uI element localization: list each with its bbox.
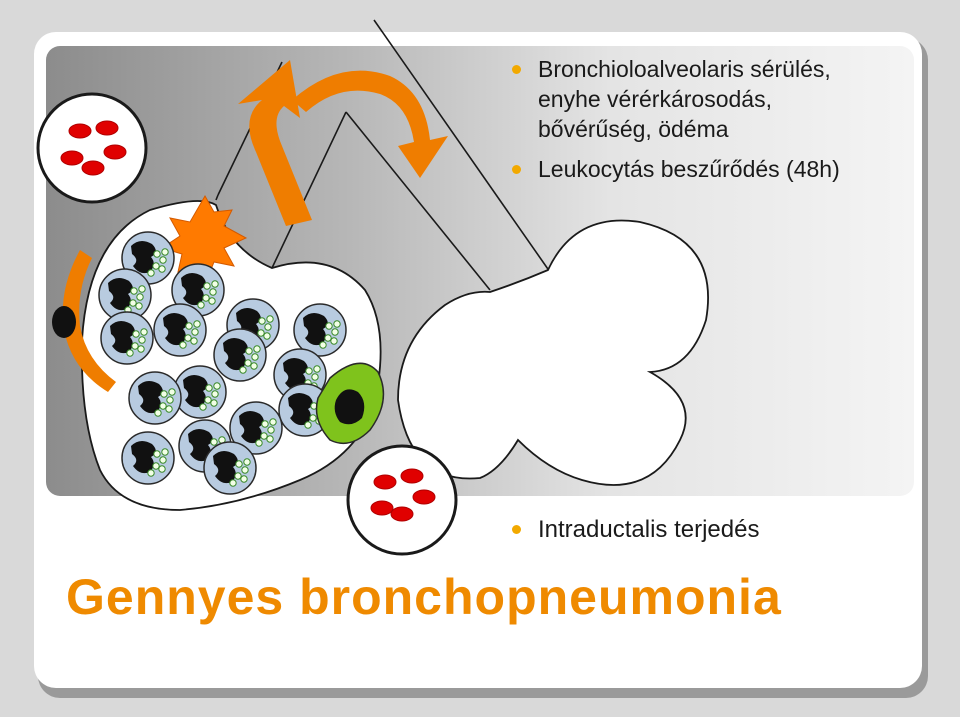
bullet-dot-icon [512,165,521,174]
leukocyte-icon [213,328,267,382]
leukocyte-icon [128,371,182,425]
red-blood-cell-icon [103,144,127,160]
leukocyte-icon [121,431,175,485]
bullet-item: Intraductalis terjedés [512,514,759,546]
alveolus-empty [397,219,709,486]
curved-arrow-icon [238,60,448,226]
top-bullet-list: Bronchioloalveolaris sérülés, enyhe véré… [512,54,892,184]
cell-nucleus [52,306,76,338]
red-blood-cell-icon [373,474,397,490]
red-blood-cell-icon [370,500,394,516]
leukocyte-icon [153,303,207,357]
bullet-text: Leukocytás beszűrődés (48h) [538,156,840,182]
bullet-dot-icon [512,525,521,534]
red-blood-cell-icon [81,160,105,176]
red-blood-cell-icon [60,150,84,166]
bullet-item: Leukocytás beszűrődés (48h) [512,154,892,184]
red-blood-cell-icon [390,506,414,522]
slide-title: Gennyes bronchopneumonia [66,569,782,625]
capillary-top [36,92,148,204]
leukocyte-icon [173,365,227,419]
red-blood-cell-icon [412,489,436,505]
injured-wall-segment [62,250,116,392]
leukocyte-icon [203,441,257,495]
capillary-bottom [346,444,458,556]
leukocyte-icon [100,311,154,365]
bullet-item: Bronchioloalveolaris sérülés, enyhe véré… [512,54,892,144]
bullet-dot-icon [512,65,521,74]
macrophage-icon [315,362,385,445]
red-blood-cell-icon [400,468,424,484]
bullet-text: Intraductalis terjedés [538,516,760,543]
leukocyte-icon [293,303,347,357]
red-blood-cell-icon [95,120,119,136]
bullet-text: Bronchioloalveolaris sérülés, enyhe véré… [538,56,831,142]
red-blood-cell-icon [68,123,92,139]
bottom-bullet-list: Intraductalis terjedés [512,514,759,546]
